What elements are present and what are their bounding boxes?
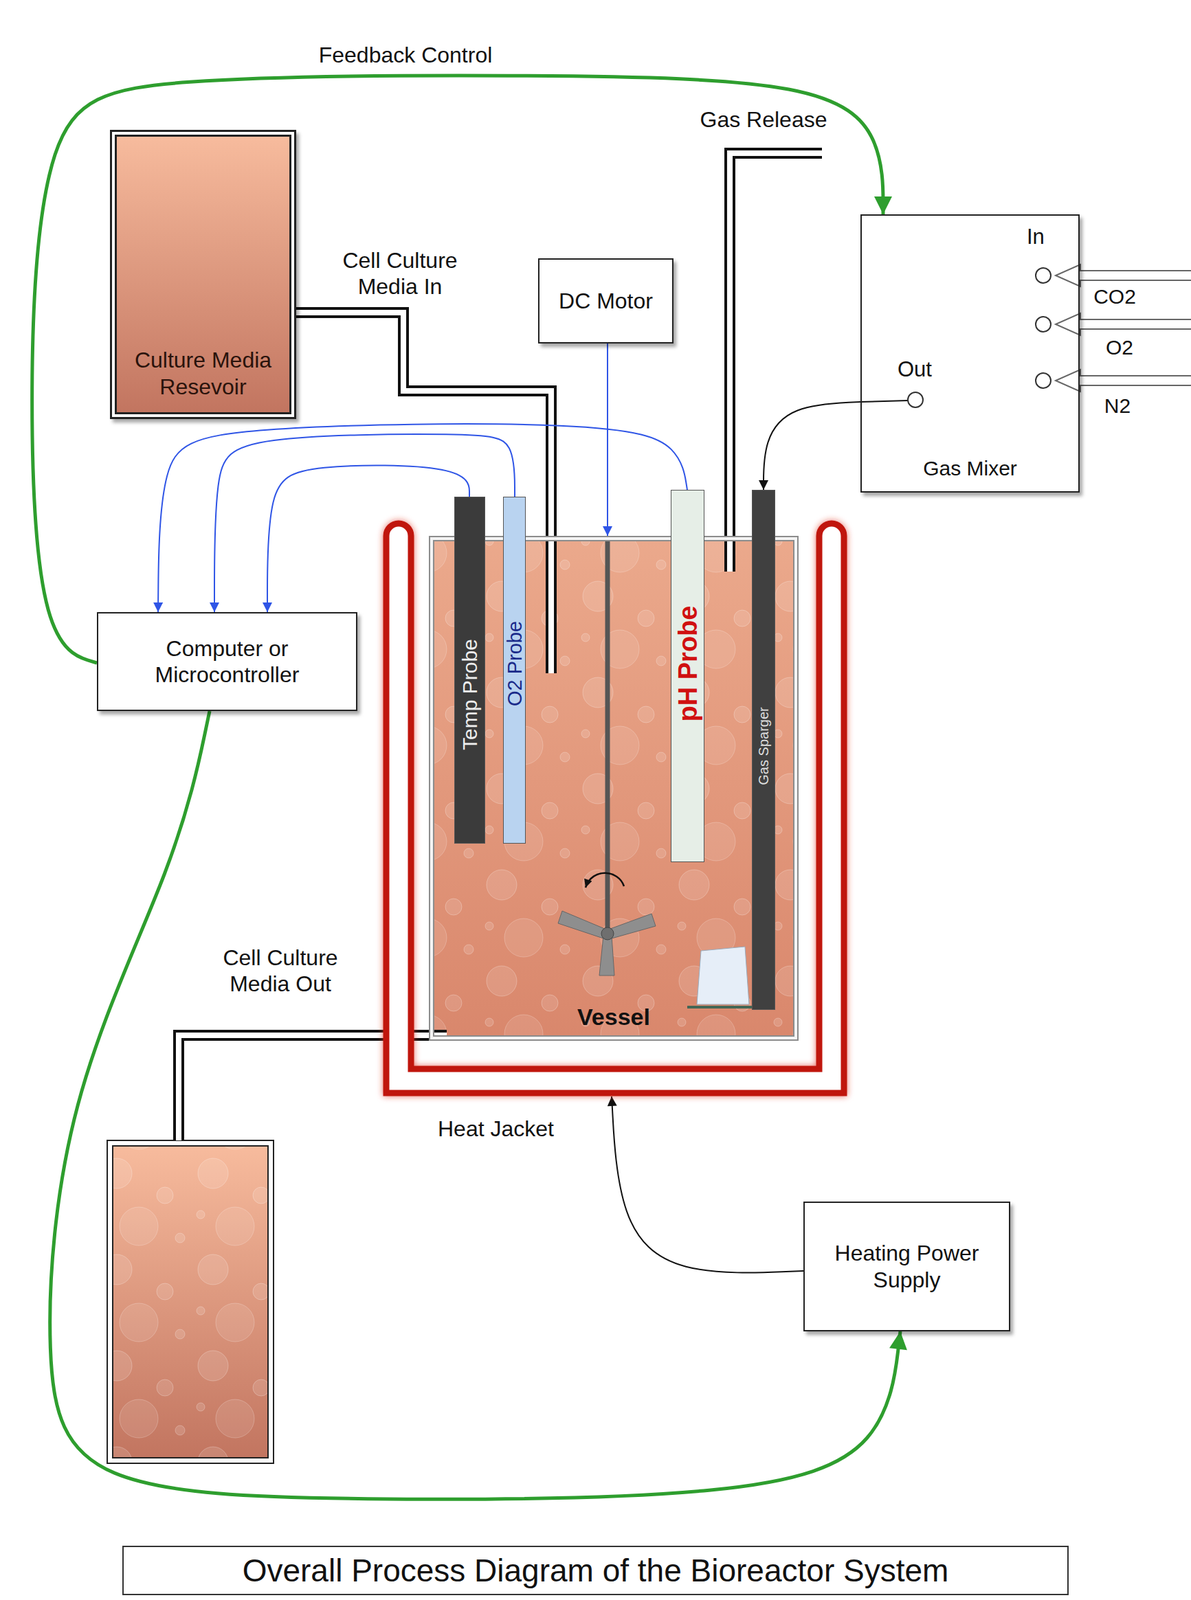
- gas-label: N2: [1104, 393, 1131, 419]
- node-text: Temp Probe: [459, 639, 481, 751]
- heat-jacket: Heat JacketVesselTemp ProbeO2 ProbepH Pr…: [382, 520, 848, 1097]
- gas-inlet-arrows: [1055, 264, 1191, 392]
- impeller: [558, 536, 656, 976]
- impeller: [610, 914, 656, 939]
- vessel: Vessel Temp Probe O2 Probe pH ProbeGas Spar…: [428, 536, 799, 1042]
- output-reservoir: [112, 1146, 269, 1459]
- signal-wire: [267, 465, 470, 613]
- figure-caption: Overall Process Diagram of the Bioreacto…: [122, 1546, 1069, 1596]
- controller-box: Computer or Microcontroller: [96, 612, 358, 712]
- gas-label: CO2: [1093, 284, 1137, 310]
- edge-label: Cell Culture Media In: [305, 246, 495, 302]
- impeller: [599, 936, 615, 976]
- connector-path: [158, 424, 688, 613]
- media-reservoir: Culture Media Resevoir: [109, 129, 297, 420]
- impeller: [558, 911, 605, 939]
- node-text: Heating Power Supply: [813, 1240, 1001, 1294]
- gas-inlet-arrows: [1055, 313, 1191, 336]
- gas-label: O2: [1105, 335, 1134, 361]
- motor-box: DC Motor: [538, 258, 674, 344]
- gas-inlet-arrows: [1055, 264, 1191, 287]
- output-reservoir: [113, 1147, 268, 1458]
- node-text: In: [1026, 224, 1045, 250]
- pipes: [548, 536, 554, 674]
- motor-drive-line: [607, 343, 609, 537]
- sparger-diffuser: [687, 947, 756, 1008]
- edge-label: Feedback Control: [313, 40, 499, 70]
- node-text: O2 Probe: [504, 621, 525, 707]
- node-text: Culture Media Resevoir: [125, 347, 282, 400]
- gas-inlet-arrows: [1055, 369, 1191, 392]
- gas-mixer-fill: [860, 214, 1080, 493]
- pipe-label: Cell Culture Media Out: [191, 944, 370, 998]
- gas-mixer-fill: [1035, 316, 1051, 332]
- output-reservoir: [107, 1140, 274, 1464]
- pipes: [729, 153, 822, 572]
- gas-mixer-fill: [860, 400, 908, 403]
- connector-path: [606, 343, 609, 537]
- pipes: [729, 153, 822, 572]
- temp-probe: Temp Probe: [454, 496, 486, 844]
- o2-probe: O2 Probe: [503, 496, 526, 844]
- gas-mixer-fill: [907, 392, 923, 408]
- node-text: Gas Mixer: [861, 456, 1079, 482]
- heating-supply-box: Heating Power Supply: [803, 1201, 1011, 1332]
- connector-path: [763, 402, 861, 491]
- sparger-diffuser: [687, 1006, 756, 1009]
- node-text: Heat Jacket: [437, 1116, 554, 1143]
- pipes: [545, 536, 557, 674]
- gas-line: [763, 402, 861, 491]
- gas-sparger: Gas Sparger: [751, 490, 776, 1011]
- node-text: Vessel: [428, 1003, 799, 1032]
- node-text: Gas Sparger: [756, 707, 771, 785]
- output-reservoir: [107, 1140, 274, 1464]
- ph-probe: pH Probe: [670, 490, 705, 863]
- impeller: [601, 927, 614, 941]
- impeller: [585, 873, 625, 888]
- connector-path: [611, 1096, 804, 1274]
- gas-mixer-fill: [860, 214, 1080, 493]
- connector-path: [267, 465, 470, 613]
- node-text: Computer or Microcontroller: [106, 635, 348, 689]
- node-text: DC Motor: [558, 287, 653, 315]
- gas-mixer-fill: [1035, 373, 1051, 389]
- pipe-label: Gas Release: [700, 106, 828, 133]
- node-text: pH Probe: [674, 606, 701, 723]
- signal-wire: [158, 424, 688, 613]
- gas-mixer-box: InOutGas Mixer: [860, 214, 1080, 493]
- gas-mixer-fill: [1035, 268, 1051, 284]
- sparger-diffuser: [696, 947, 750, 1005]
- power-line: [611, 1096, 804, 1274]
- node-text: Out: [897, 356, 932, 383]
